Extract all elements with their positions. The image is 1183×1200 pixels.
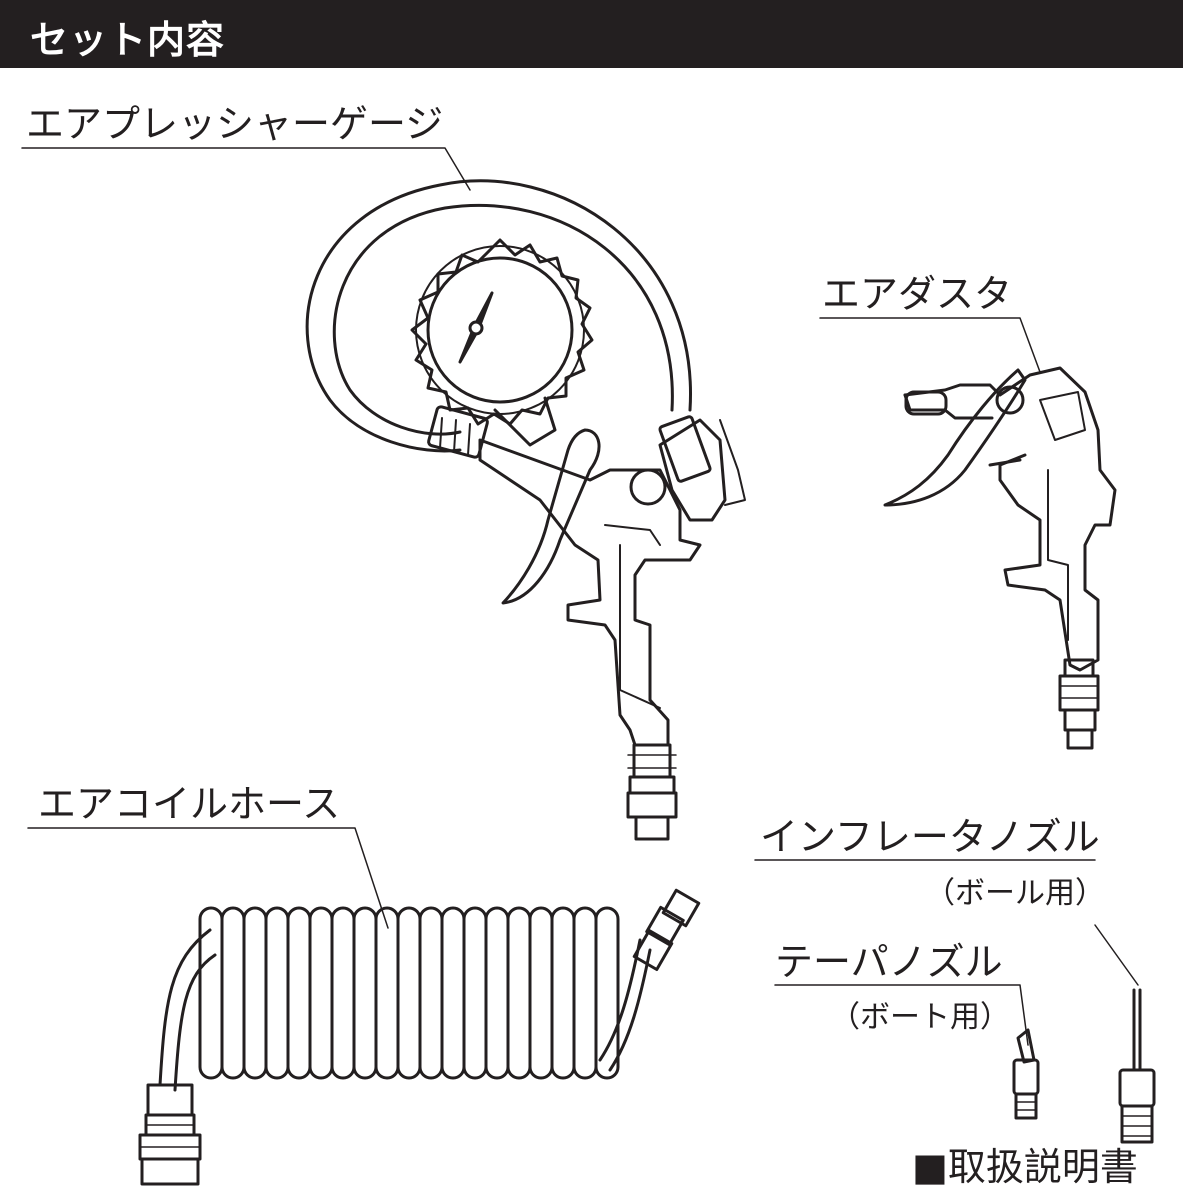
taper-nozzle-note: （ボート用）	[830, 1000, 1010, 1035]
inflator-nozzle-label: インフレータノズル	[760, 815, 1100, 859]
pressure-gauge-icon	[305, 179, 746, 841]
section-title: セット内容	[30, 18, 226, 62]
section-header: セット内容	[0, 0, 1183, 68]
coil-hose-label: エアコイルホース	[38, 782, 341, 826]
manual-label: ■取扱説明書	[912, 1145, 1138, 1189]
taper-nozzle-label: テーパノズル	[775, 940, 1003, 984]
air-duster-label: エアダスタ	[822, 272, 1013, 316]
inflator-nozzle-icon	[1118, 988, 1156, 1144]
inflator-nozzle-note: （ボール用）	[925, 876, 1105, 911]
leader-lines	[21, 147, 1139, 1046]
air-duster-icon	[883, 366, 1117, 750]
taper-nozzle-icon	[1012, 1028, 1040, 1120]
coil-hose-icon	[138, 888, 701, 1186]
pressure-gauge-label: エアプレッシャーゲージ	[26, 102, 444, 146]
